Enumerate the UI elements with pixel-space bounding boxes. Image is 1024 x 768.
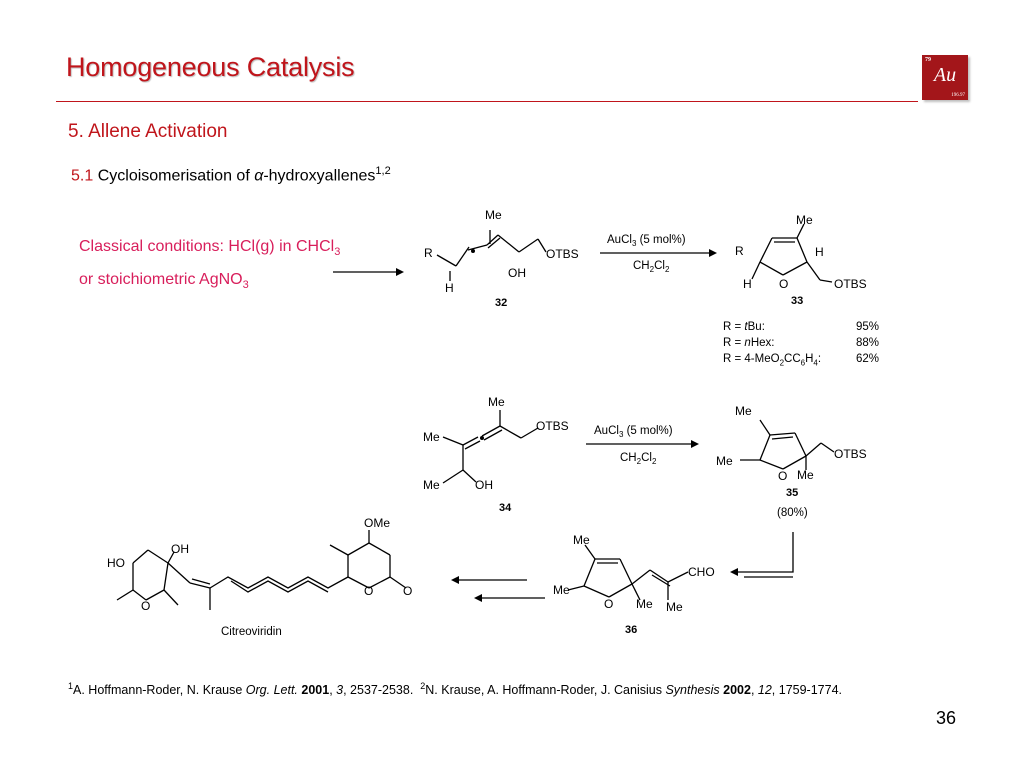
label-33-h2: H [743,277,752,291]
label-35-o: O [778,469,787,483]
title-divider [56,101,918,102]
yield-table: R = tBu:95% R = nHex:88% R = 4-MeO2CC6H4… [723,319,879,371]
compound-35-yield: (80%) [777,507,808,519]
label-33-r: R [735,244,744,258]
subsection-heading: 5.1 Cycloisomerisation of α-hydroxyallen… [71,165,391,185]
label-32-me: Me [485,208,502,222]
compound-33-bonds [751,223,833,283]
label-35-me3: Me [797,468,814,482]
label-citreo-ome: OMe [364,516,390,530]
references: 1A. Hoffmann-Roder, N. Krause Org. Lett.… [68,681,842,698]
label-36-me4: Me [666,600,683,614]
reagent-2-bottom: CH2Cl2 [620,452,657,466]
citreoviridin-bonds [116,530,407,610]
compound-32-bonds [436,230,547,281]
citreoviridin-label: Citreoviridin [221,626,282,638]
reagent-1-bottom: CH2Cl2 [633,260,670,274]
label-33-otbs: OTBS [834,277,867,291]
page-number: 36 [936,708,957,728]
label-32-h: H [445,281,454,295]
label-citreo-o: O [141,599,150,613]
label-citreo-oh: OH [171,542,189,556]
reaction-arrow-3 [733,532,794,573]
yield-row-nhex: R = nHex:88% [723,337,879,349]
label-36-me2: Me [553,583,570,597]
yield-row-aryl: R = 4-MeO2CC6H4:62% [723,353,879,368]
subsection-refs: 1,2 [375,165,391,177]
label-33-me: Me [796,213,813,227]
label-32-oh: OH [508,266,526,280]
label-citreo-o2: O [364,584,373,598]
subsection-text-post: -hydroxyallenes [263,167,376,185]
compound-label-34: 34 [499,502,512,514]
reagent-2-top: AuCl3 (5 mol%) [594,425,673,439]
subsection-number: 5.1 [71,167,94,185]
page-title: Homogeneous Catalysis [66,52,355,82]
element-symbol: Au [933,64,957,86]
compound-label-36: 36 [625,624,637,636]
reagent-1-top: AuCl3 (5 mol%) [607,234,686,248]
label-34-otbs: OTBS [536,419,569,433]
alpha-symbol: α [254,167,264,185]
label-33-h: H [815,245,824,259]
label-35-me: Me [735,404,752,418]
label-32-r: R [424,246,433,260]
compound-label-33: 33 [791,295,803,307]
subsection-text-pre: Cycloisomerisation of [97,167,255,185]
label-34-oh: OH [475,478,493,492]
atomic-number: 79 [925,57,931,63]
label-35-me2: Me [716,454,733,468]
label-36-me3: Me [636,597,653,611]
conditions-line-1: Classical conditions: HCl(g) in CHCl3 [79,238,341,259]
gold-element-logo: 79 Au 196.97 [922,55,968,100]
conditions-line-2: or stoichiometric AgNO3 [79,271,249,292]
label-34-me3: Me [423,478,440,492]
label-36-me: Me [573,533,590,547]
label-33-o: O [779,277,788,291]
compound-label-35: 35 [786,487,798,499]
compound-35-bonds [740,419,835,470]
compound-label-32: 32 [495,297,507,309]
label-citreo-ho: HO [107,556,125,570]
label-34-me: Me [488,395,505,409]
label-32-otbs: OTBS [546,247,579,261]
compound-36-bonds [567,544,689,601]
atomic-mass: 196.97 [951,93,965,98]
label-36-cho: CHO [688,565,715,579]
section-heading: 5. Allene Activation [68,121,228,142]
label-35-otbs: OTBS [834,447,867,461]
classical-conditions: Classical conditions: HCl(g) in CHCl3 or… [79,233,340,299]
label-citreo-o3: O [403,584,412,598]
compound-34-bonds [442,410,539,484]
label-36-o: O [604,597,613,611]
yield-row-tbu: R = tBu:95% [723,321,879,333]
label-34-me2: Me [423,430,440,444]
